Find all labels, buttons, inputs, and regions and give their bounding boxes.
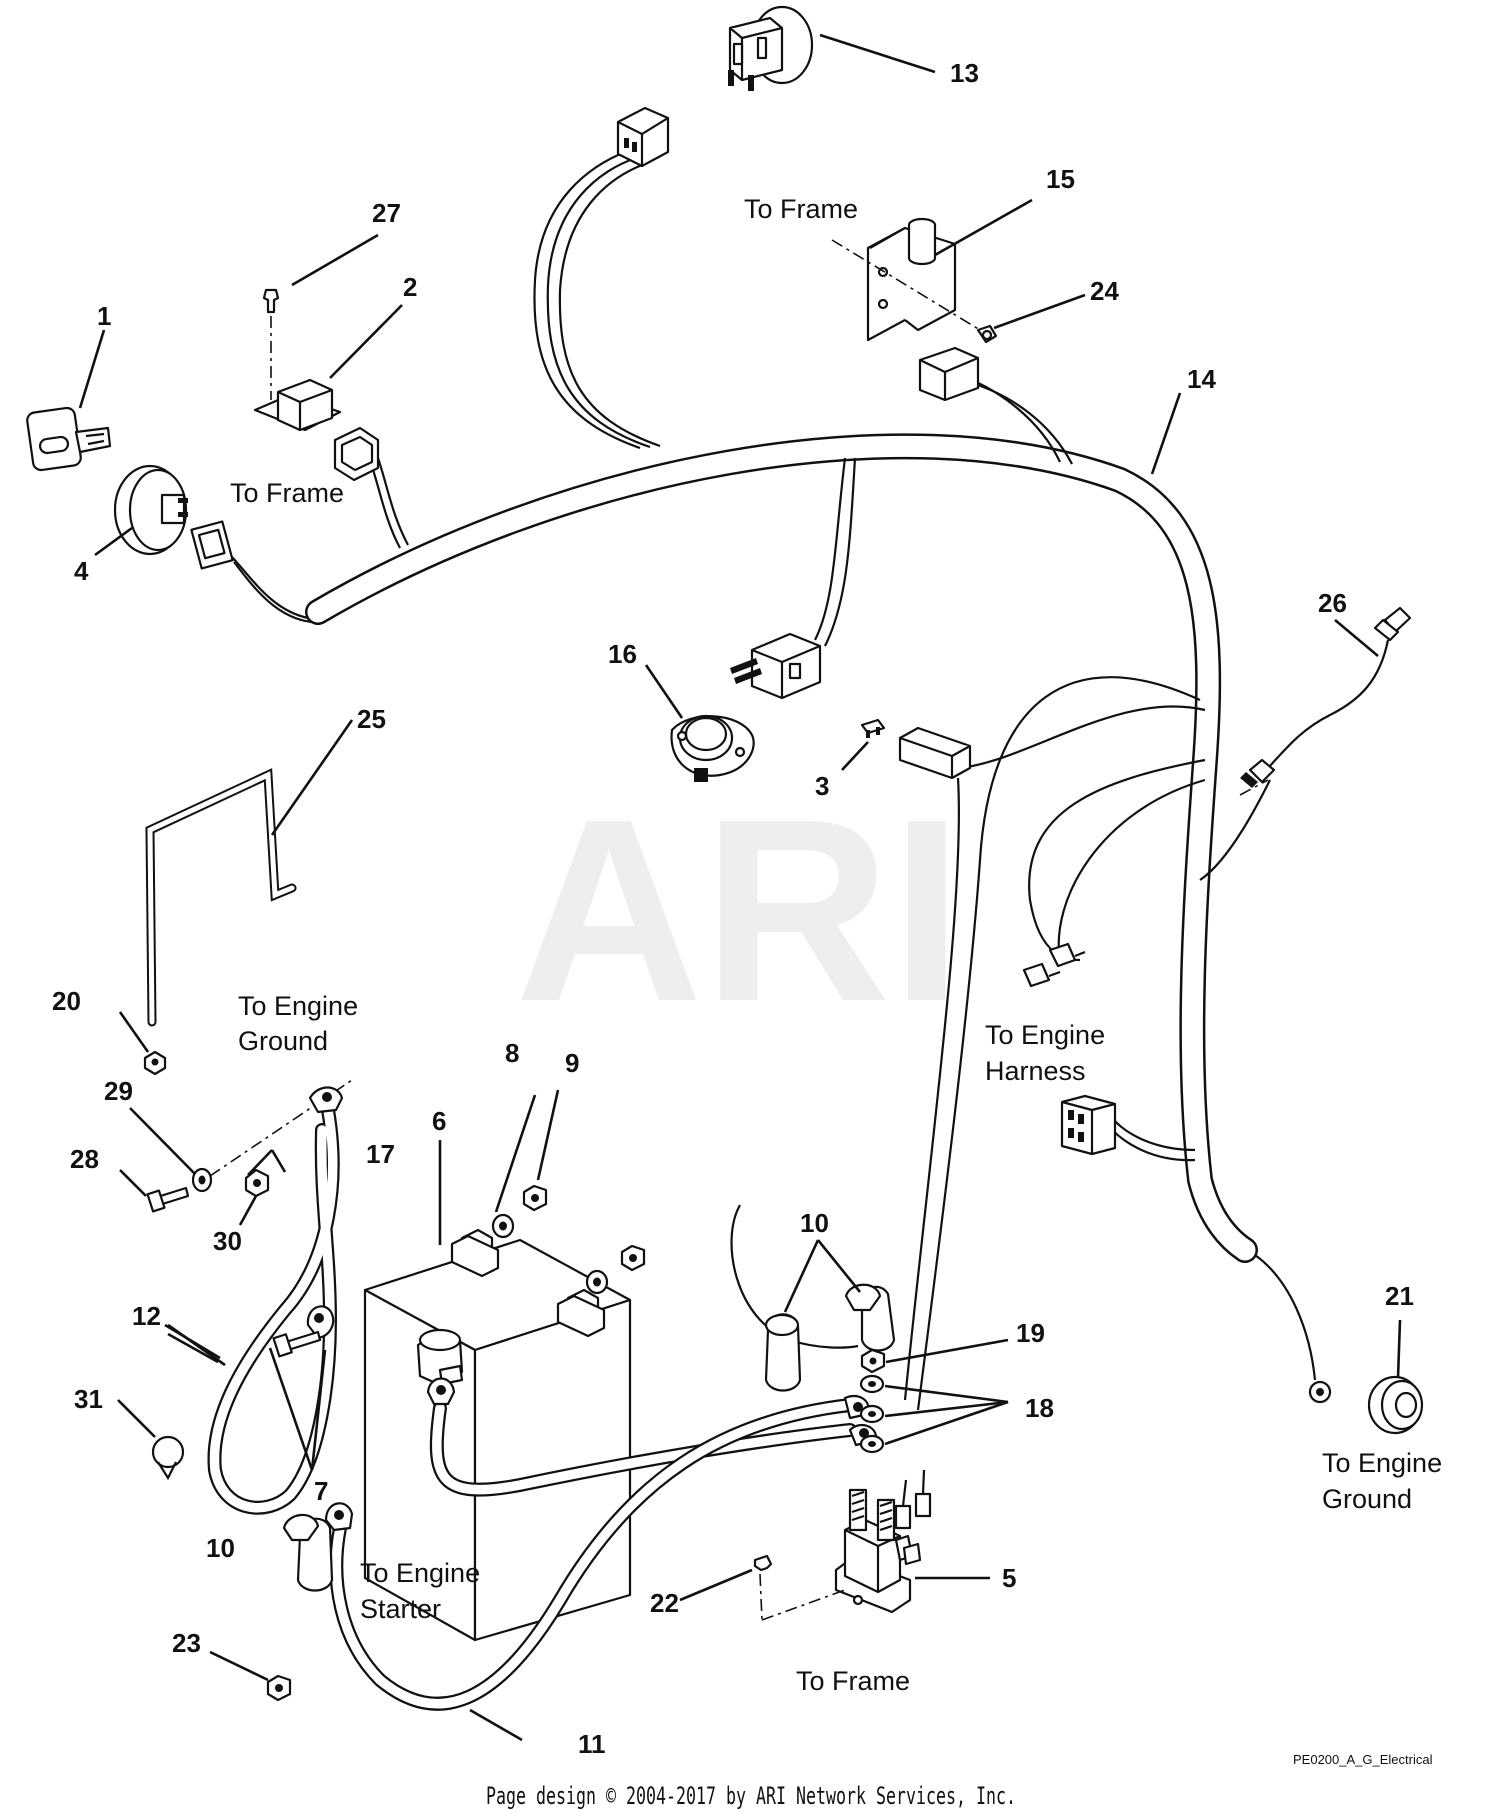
callout-3: 3: [815, 771, 829, 801]
alarm-buzzer: [670, 714, 755, 782]
main-wiring-harness: [305, 433, 1258, 1263]
seat-switch: [831, 217, 981, 342]
copyright-footer: Page design © 2004-2017 by ARI Network S…: [486, 1782, 1016, 1810]
callout-16: 16: [608, 639, 637, 669]
label-to-frame-seat-switch: To Frame: [744, 194, 858, 224]
callout-22: 22: [650, 1588, 679, 1618]
solenoid-spade-connectors: [894, 1469, 932, 1530]
seat-switch-connector: [918, 346, 980, 402]
callout-12: 12: [132, 1301, 161, 1331]
callout-10-top: 10: [800, 1208, 829, 1238]
callout-13: 13: [950, 58, 979, 88]
fuse: [860, 718, 886, 738]
callout-11: 11: [578, 1729, 606, 1759]
ground-nut: [244, 1168, 270, 1198]
callout-10-bottom: 10: [206, 1533, 235, 1563]
ignition-key: [26, 406, 112, 472]
callout-20: 20: [52, 986, 81, 1016]
label-to-engine-ground-right-line2: Ground: [1322, 1484, 1412, 1514]
callout-18: 18: [1025, 1393, 1054, 1423]
ground-lead: [1239, 606, 1412, 796]
label-to-engine-harness-line2: Harness: [985, 1056, 1086, 1086]
drawing-code: PE0200_A_G_Electrical: [1293, 1752, 1433, 1767]
callout-2: 2: [403, 272, 417, 302]
relay: [253, 378, 380, 482]
callout-21: 21: [1385, 1281, 1414, 1311]
label-to-engine-starter-line2: Starter: [360, 1594, 441, 1624]
ground-washer: [191, 1167, 213, 1193]
relay-screw: [262, 288, 280, 400]
ground-ring-terminal: [1308, 1380, 1332, 1404]
solenoid-lock-washers: [859, 1374, 885, 1454]
callout-14: 14: [1187, 364, 1216, 394]
fuse-holder: [898, 726, 972, 780]
ground-cable: [207, 1086, 344, 1515]
callout-19: 19: [1016, 1318, 1045, 1348]
harness-branch-wires: [229, 148, 1317, 1411]
label-to-engine-ground-left-line2: Ground: [238, 1026, 328, 1056]
ground-bolt: [146, 1186, 190, 1213]
callout-numbers: 1 2 3 4 5 6 7 8 9 10 10 11 12 13 14 15 1…: [52, 58, 1414, 1759]
callout-8: 8: [505, 1038, 519, 1068]
starter-cable: [324, 1377, 878, 1711]
upper-harness-connector: [616, 106, 670, 168]
solenoid-nut: [860, 1348, 886, 1374]
callout-5: 5: [1002, 1563, 1016, 1593]
callout-29: 29: [104, 1076, 133, 1106]
callout-6: 6: [432, 1106, 446, 1136]
callout-26: 26: [1318, 588, 1347, 618]
ignition-switch: [113, 464, 234, 570]
callout-27: 27: [372, 198, 401, 228]
terminal-boots: [282, 1283, 896, 1592]
callout-9: 9: [565, 1048, 579, 1078]
label-to-engine-ground-left-line1: To Engine: [238, 991, 358, 1021]
grommet: [1367, 1375, 1424, 1435]
ari-watermark: ARI: [515, 766, 963, 1056]
terminal-nut: [522, 1184, 646, 1272]
destination-labels: To Frame To Frame To Frame To Engine Gro…: [230, 194, 1442, 1696]
switch-screw: [976, 324, 998, 344]
label-to-frame-relay: To Frame: [230, 478, 344, 508]
callout-25: 25: [357, 704, 386, 734]
callout-17: 17: [366, 1139, 395, 1169]
label-to-engine-starter-line1: To Engine: [360, 1558, 480, 1588]
loose-connectors: [1022, 942, 1086, 988]
cable-clip: [151, 1435, 185, 1481]
terminal-cover: [416, 1328, 464, 1387]
callout-7: 7: [314, 1476, 328, 1506]
starter-nut: [266, 1674, 292, 1702]
starter-solenoid: [834, 1488, 922, 1614]
callout-30: 30: [213, 1226, 242, 1256]
callout-24: 24: [1090, 276, 1119, 306]
harness-plug: [730, 632, 822, 700]
engine-harness-plug: [1060, 1094, 1117, 1156]
label-to-engine-harness-line1: To Engine: [985, 1020, 1105, 1050]
label-to-frame-solenoid: To Frame: [796, 1666, 910, 1696]
rod-nut: [143, 1050, 167, 1076]
callout-15: 15: [1046, 164, 1075, 194]
battery-hold-down-rod: [145, 768, 297, 1027]
label-to-engine-ground-right-line1: To Engine: [1322, 1448, 1442, 1478]
solenoid-screw: [753, 1554, 846, 1621]
callout-1: 1: [97, 301, 111, 331]
callout-4: 4: [74, 556, 89, 586]
callout-leader-lines: [78, 33, 1402, 1742]
pto-switch: [728, 5, 814, 91]
callout-23: 23: [172, 1628, 201, 1658]
callout-31: 31: [74, 1384, 103, 1414]
terminal-washer: [491, 1213, 609, 1295]
callout-28: 28: [70, 1144, 99, 1174]
